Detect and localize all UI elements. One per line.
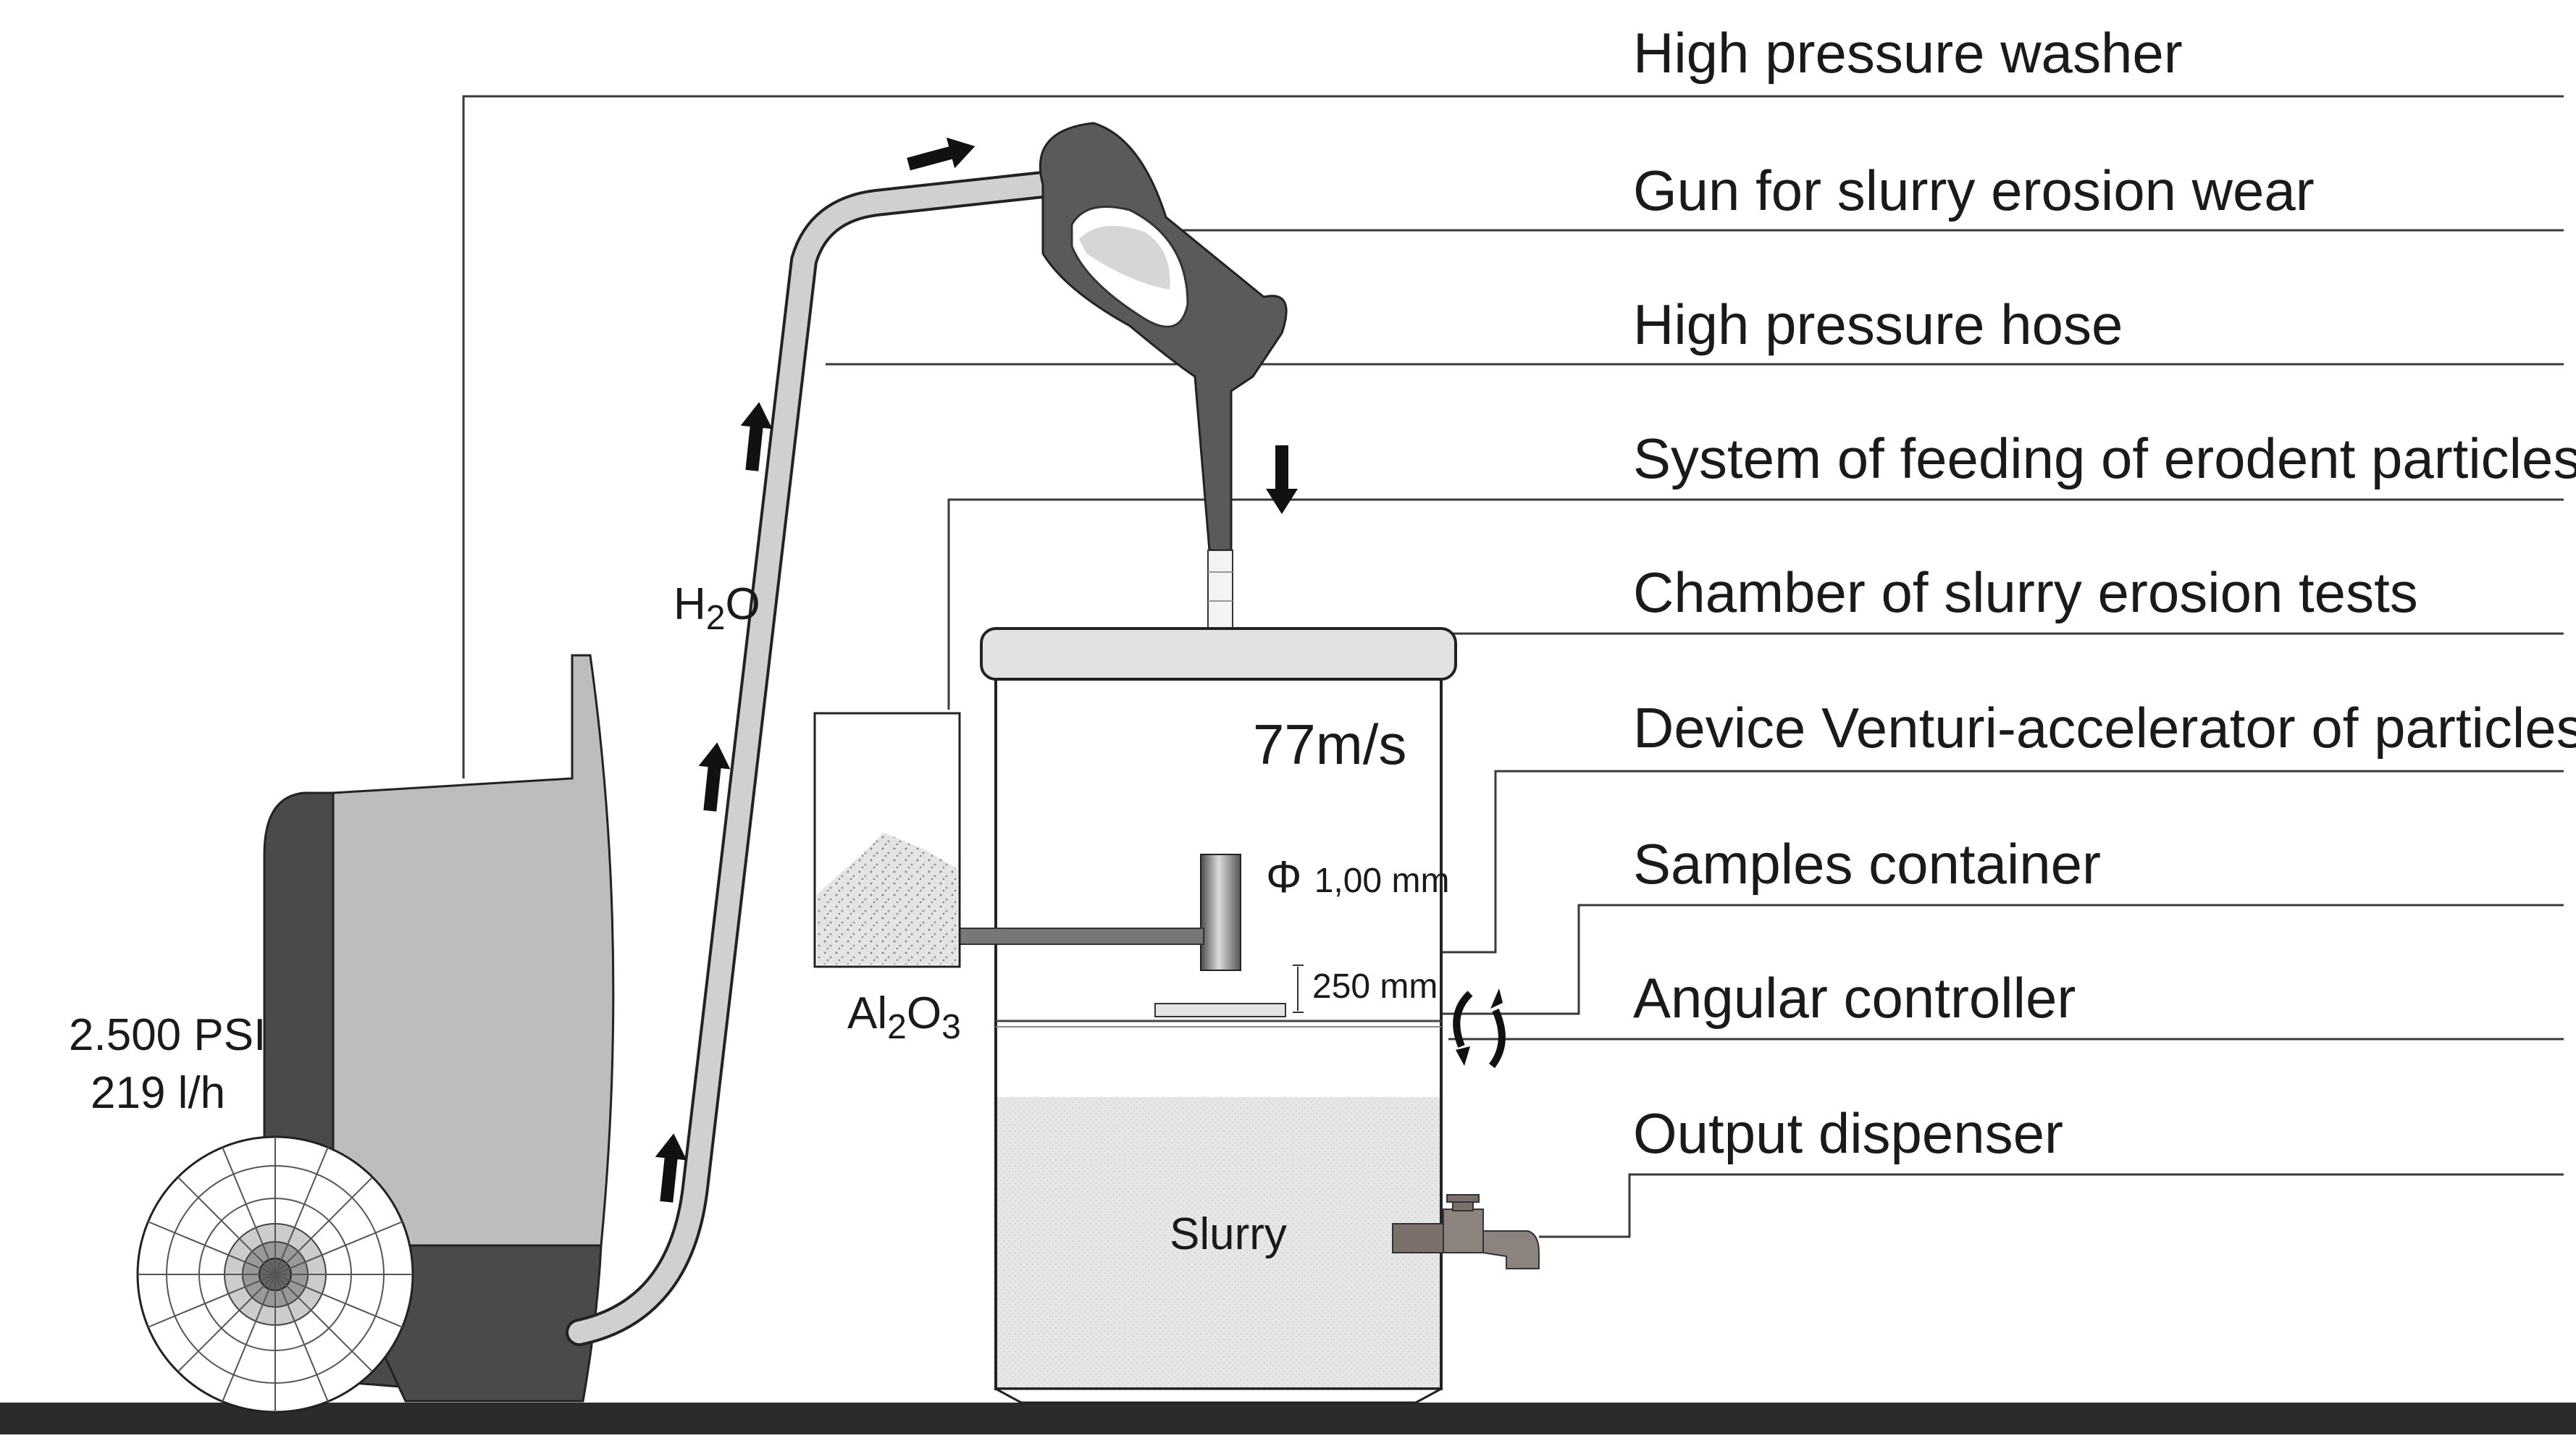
label-feeding-system: System of feeding of erodent particles — [1633, 426, 2576, 490]
velocity-label: 77m/s — [1253, 713, 1406, 776]
callout-labels: High pressure washer Gun for slurry eros… — [1633, 21, 2576, 1165]
alumina-label: Al2O3 — [847, 988, 961, 1046]
floor — [0, 1403, 2576, 1434]
diameter-label: Φ 1,00 mm — [1266, 852, 1449, 902]
venturi-nozzle — [1200, 854, 1241, 971]
chamber-lid — [980, 627, 1457, 681]
water-label: H2O — [674, 579, 760, 637]
pressure-label: 2.500 PSI — [69, 1010, 266, 1060]
label-hose: High pressure hose — [1633, 293, 2123, 356]
leader-lines — [462, 95, 2564, 1238]
high-pressure-hose — [566, 171, 1057, 1346]
label-chamber: Chamber of slurry erosion tests — [1633, 560, 2418, 624]
flow-label: 219 l/h — [91, 1068, 225, 1118]
label-samples-container: Samples container — [1633, 832, 2101, 896]
alumina-container — [813, 712, 961, 968]
alumina-powder — [817, 833, 957, 965]
washer-body-light — [332, 654, 615, 1247]
sample-holder — [1154, 1003, 1286, 1017]
wheel — [136, 1135, 414, 1413]
distance-label: 250 mm — [1312, 967, 1438, 1006]
slurry-liquid — [997, 1097, 1440, 1387]
slurry-label: Slurry — [1170, 1209, 1287, 1259]
chamber-base — [995, 1387, 1442, 1404]
rotation-arrows-icon — [1453, 988, 1506, 1069]
label-angular-controller: Angular controller — [1633, 966, 2076, 1030]
erosion-chamber — [891, 627, 1457, 1404]
label-venturi: Device Venturi-accelerator of particles — [1633, 696, 2576, 760]
label-gun: Gun for slurry erosion wear — [1633, 159, 2315, 222]
gun-body — [1039, 122, 1288, 552]
label-output-dispenser: Output dispenser — [1633, 1101, 2063, 1165]
high-pressure-washer — [136, 654, 615, 1413]
distance-dimension — [1293, 965, 1304, 1013]
label-high-pressure-washer: High pressure washer — [1633, 21, 2183, 85]
output-faucet — [1392, 1194, 1540, 1269]
